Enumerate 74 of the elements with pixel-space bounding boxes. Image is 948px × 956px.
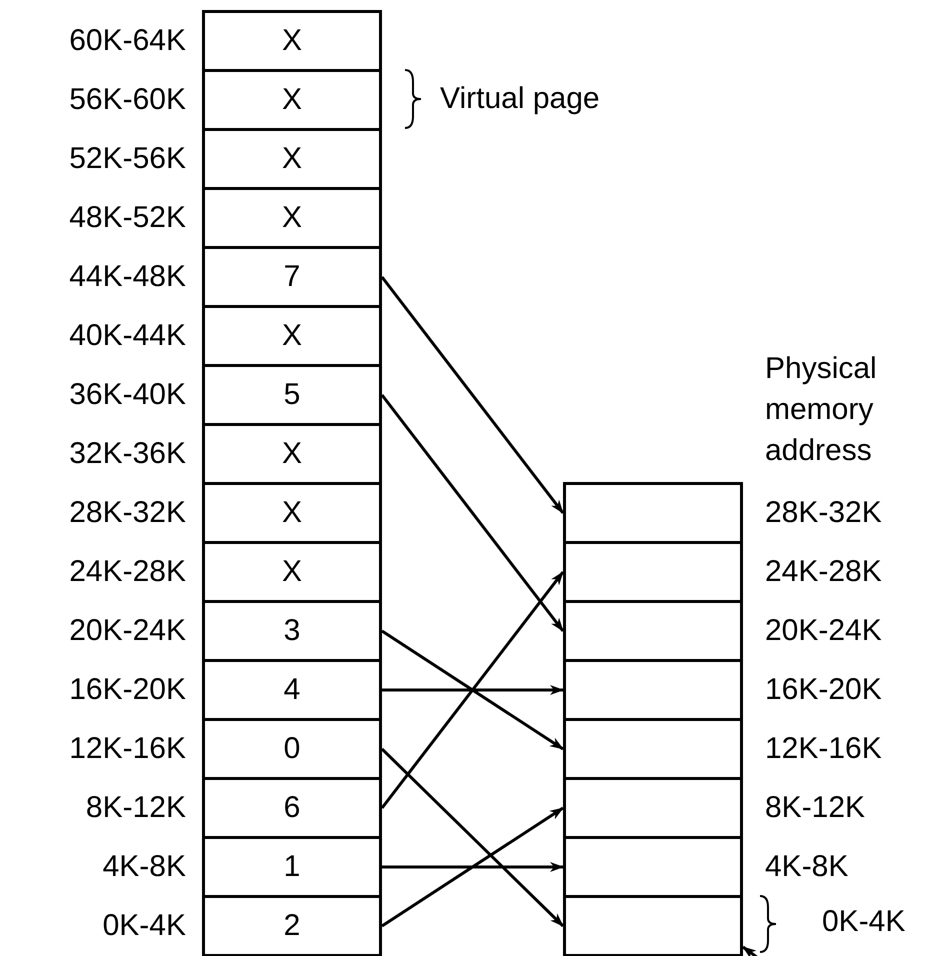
page-table-cell	[202, 482, 382, 544]
memory-frame-cell	[563, 600, 743, 662]
arrow	[380, 394, 564, 632]
page-table-cell	[202, 600, 382, 662]
page-entry: X	[282, 498, 302, 528]
page-table-cell	[202, 246, 382, 308]
address-range: 28K-32K	[765, 498, 882, 528]
column-heading: Physical memory address	[765, 351, 878, 469]
arrow	[382, 685, 564, 695]
page-entry: X	[282, 26, 302, 56]
address-range: 20K-24K	[69, 616, 186, 646]
arrow	[380, 276, 564, 514]
memory-frame-cell	[563, 836, 743, 898]
page-table-cell	[202, 364, 382, 426]
memory-frame-cell	[563, 895, 743, 956]
page-table-cell	[202, 895, 382, 956]
arrow	[381, 806, 564, 928]
address-range: 52K-56K	[69, 144, 186, 174]
address-range: 60K-64K	[69, 26, 186, 56]
page-entry: 3	[284, 616, 300, 646]
address-range: 12K-16K	[765, 734, 882, 764]
page-entry: 2	[284, 911, 300, 941]
address-range: 20K-24K	[765, 616, 882, 646]
page-table-cell	[202, 128, 382, 190]
memory-frame-cell	[563, 777, 743, 839]
page-table-cell	[202, 10, 382, 72]
page-entry: 4	[284, 675, 300, 705]
brace-label: Virtual page	[440, 81, 601, 117]
page-entry: 0	[284, 734, 300, 764]
page-entry: X	[282, 321, 302, 351]
page-entry: X	[282, 85, 302, 115]
page-entry: 5	[284, 380, 300, 410]
page-table-cell	[202, 541, 382, 603]
arrow	[380, 571, 564, 809]
page-table-cell	[202, 718, 382, 780]
memory-frame-cell	[563, 482, 743, 544]
page-table-cell	[202, 69, 382, 131]
arrow	[382, 862, 564, 872]
address-range: 24K-28K	[765, 557, 882, 587]
address-range: 0K-4K	[102, 911, 186, 941]
page-table-cell	[202, 777, 382, 839]
page-entry: 1	[284, 852, 300, 882]
page-entry: X	[282, 439, 302, 469]
address-range: 16K-20K	[69, 675, 186, 705]
address-range: 40K-44K	[69, 321, 186, 351]
address-range: 32K-36K	[69, 439, 186, 469]
address-range: 36K-40K	[69, 380, 186, 410]
address-range: 48K-52K	[69, 203, 186, 233]
page-entry: X	[282, 144, 302, 174]
page-entry: 7	[284, 262, 300, 292]
address-range: 4K-8K	[102, 852, 186, 882]
arrow	[380, 748, 564, 928]
page-entry: 6	[284, 793, 300, 823]
address-range: 12K-16K	[69, 734, 186, 764]
address-range: 44K-48K	[69, 262, 186, 292]
memory-frame-cell	[563, 659, 743, 721]
page-table-cell	[202, 659, 382, 721]
page-table-cell	[202, 305, 382, 367]
address-range: 24K-28K	[69, 557, 186, 587]
address-range: 56K-60K	[69, 85, 186, 115]
page-table-cell	[202, 423, 382, 485]
page-entry: X	[282, 557, 302, 587]
memory-frame-cell	[563, 718, 743, 780]
page-entry: X	[282, 203, 302, 233]
page-table-cell	[202, 187, 382, 249]
address-range: 8K-12K	[765, 793, 866, 823]
arrow	[381, 630, 564, 750]
page-table-cell	[202, 836, 382, 898]
address-range: 0K-4K	[822, 907, 906, 937]
address-range: 4K-8K	[765, 852, 848, 882]
address-range: 28K-32K	[69, 498, 186, 528]
memory-frame-cell	[563, 541, 743, 603]
address-range: 16K-20K	[765, 675, 882, 705]
address-range: 8K-12K	[86, 793, 186, 823]
